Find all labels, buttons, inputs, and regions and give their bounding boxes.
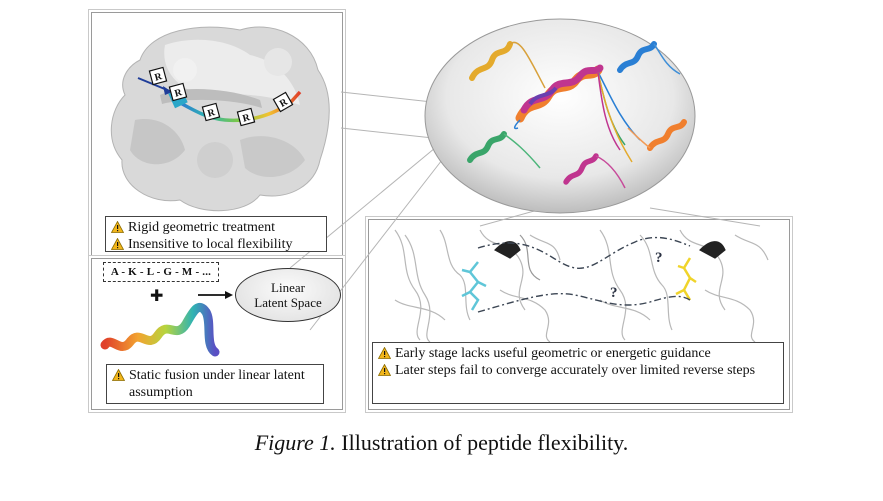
warning-text: Insensitive to local flexibility: [128, 237, 293, 252]
residue-marker-label: R: [206, 107, 217, 120]
arrow-right-icon: [163, 86, 172, 95]
residue-marker-label: R: [241, 112, 252, 125]
warning-icon: [112, 369, 125, 381]
warning-row: Early stage lacks useful geometric or en…: [378, 345, 778, 362]
latent-label-line2: Latent Space: [254, 295, 322, 310]
caption-label: Figure 1.: [254, 430, 336, 455]
arrow-right-icon: [198, 291, 233, 299]
warning-text: Rigid geometric treatment: [128, 220, 275, 235]
caption-text: Illustration of peptide flexibility.: [341, 430, 629, 455]
ligand-yellow: [675, 257, 697, 301]
sequence-box: A - K - L - G - M - ...: [103, 262, 219, 282]
warning-row: Later steps fail to converge accurately …: [378, 362, 778, 379]
protein-cartoon-right: [599, 229, 769, 343]
warning-row: Static fusion under linear latent assump…: [112, 367, 318, 401]
dashdot-paths: [477, 236, 691, 313]
warning-icon: [111, 221, 124, 233]
protein-surface: [110, 26, 330, 212]
residue-markers: R R R R R: [148, 66, 294, 127]
figure-caption: Figure 1. Illustration of peptide flexib…: [0, 430, 883, 456]
magenta-helix: [563, 153, 626, 189]
orange-helix: [627, 119, 687, 151]
rainbow-helix: [100, 302, 220, 357]
question-mark-icon: ?: [610, 285, 618, 301]
warning-icon: [378, 347, 391, 359]
question-mark-icon: ?: [655, 250, 663, 266]
green-helix: [467, 131, 541, 169]
warning-icon: [111, 238, 124, 250]
warning-text: Static fusion under linear latent assump…: [129, 368, 305, 400]
central-helix-bundle: [513, 64, 641, 163]
convergence-warning-box: Early stage lacks useful geometric or en…: [372, 342, 784, 404]
warning-text: Later steps fail to converge accurately …: [395, 363, 756, 378]
blue-helix: [617, 41, 681, 75]
conformation-ellipse: [424, 18, 696, 214]
static-fusion-warning-box: Static fusion under linear latent assump…: [106, 364, 324, 404]
residue-marker-label: R: [153, 71, 164, 84]
plus-icon: ✚: [150, 286, 164, 305]
warning-text: Early stage lacks useful geometric or en…: [395, 346, 711, 361]
protein-cartoon-left: [394, 229, 561, 343]
warning-row: Insensitive to local flexibility: [111, 236, 321, 253]
warning-icon: [378, 364, 391, 376]
gold-helix: [469, 41, 546, 89]
rigid-warning-box: Rigid geometric treatment Insensitive to…: [105, 216, 327, 252]
latent-label-line1: Linear: [271, 280, 305, 295]
warning-row: Rigid geometric treatment: [111, 219, 321, 236]
residue-marker-label: R: [173, 87, 184, 100]
ligand-cyan: [461, 261, 487, 311]
linear-latent-space: Linear Latent Space: [235, 268, 341, 322]
